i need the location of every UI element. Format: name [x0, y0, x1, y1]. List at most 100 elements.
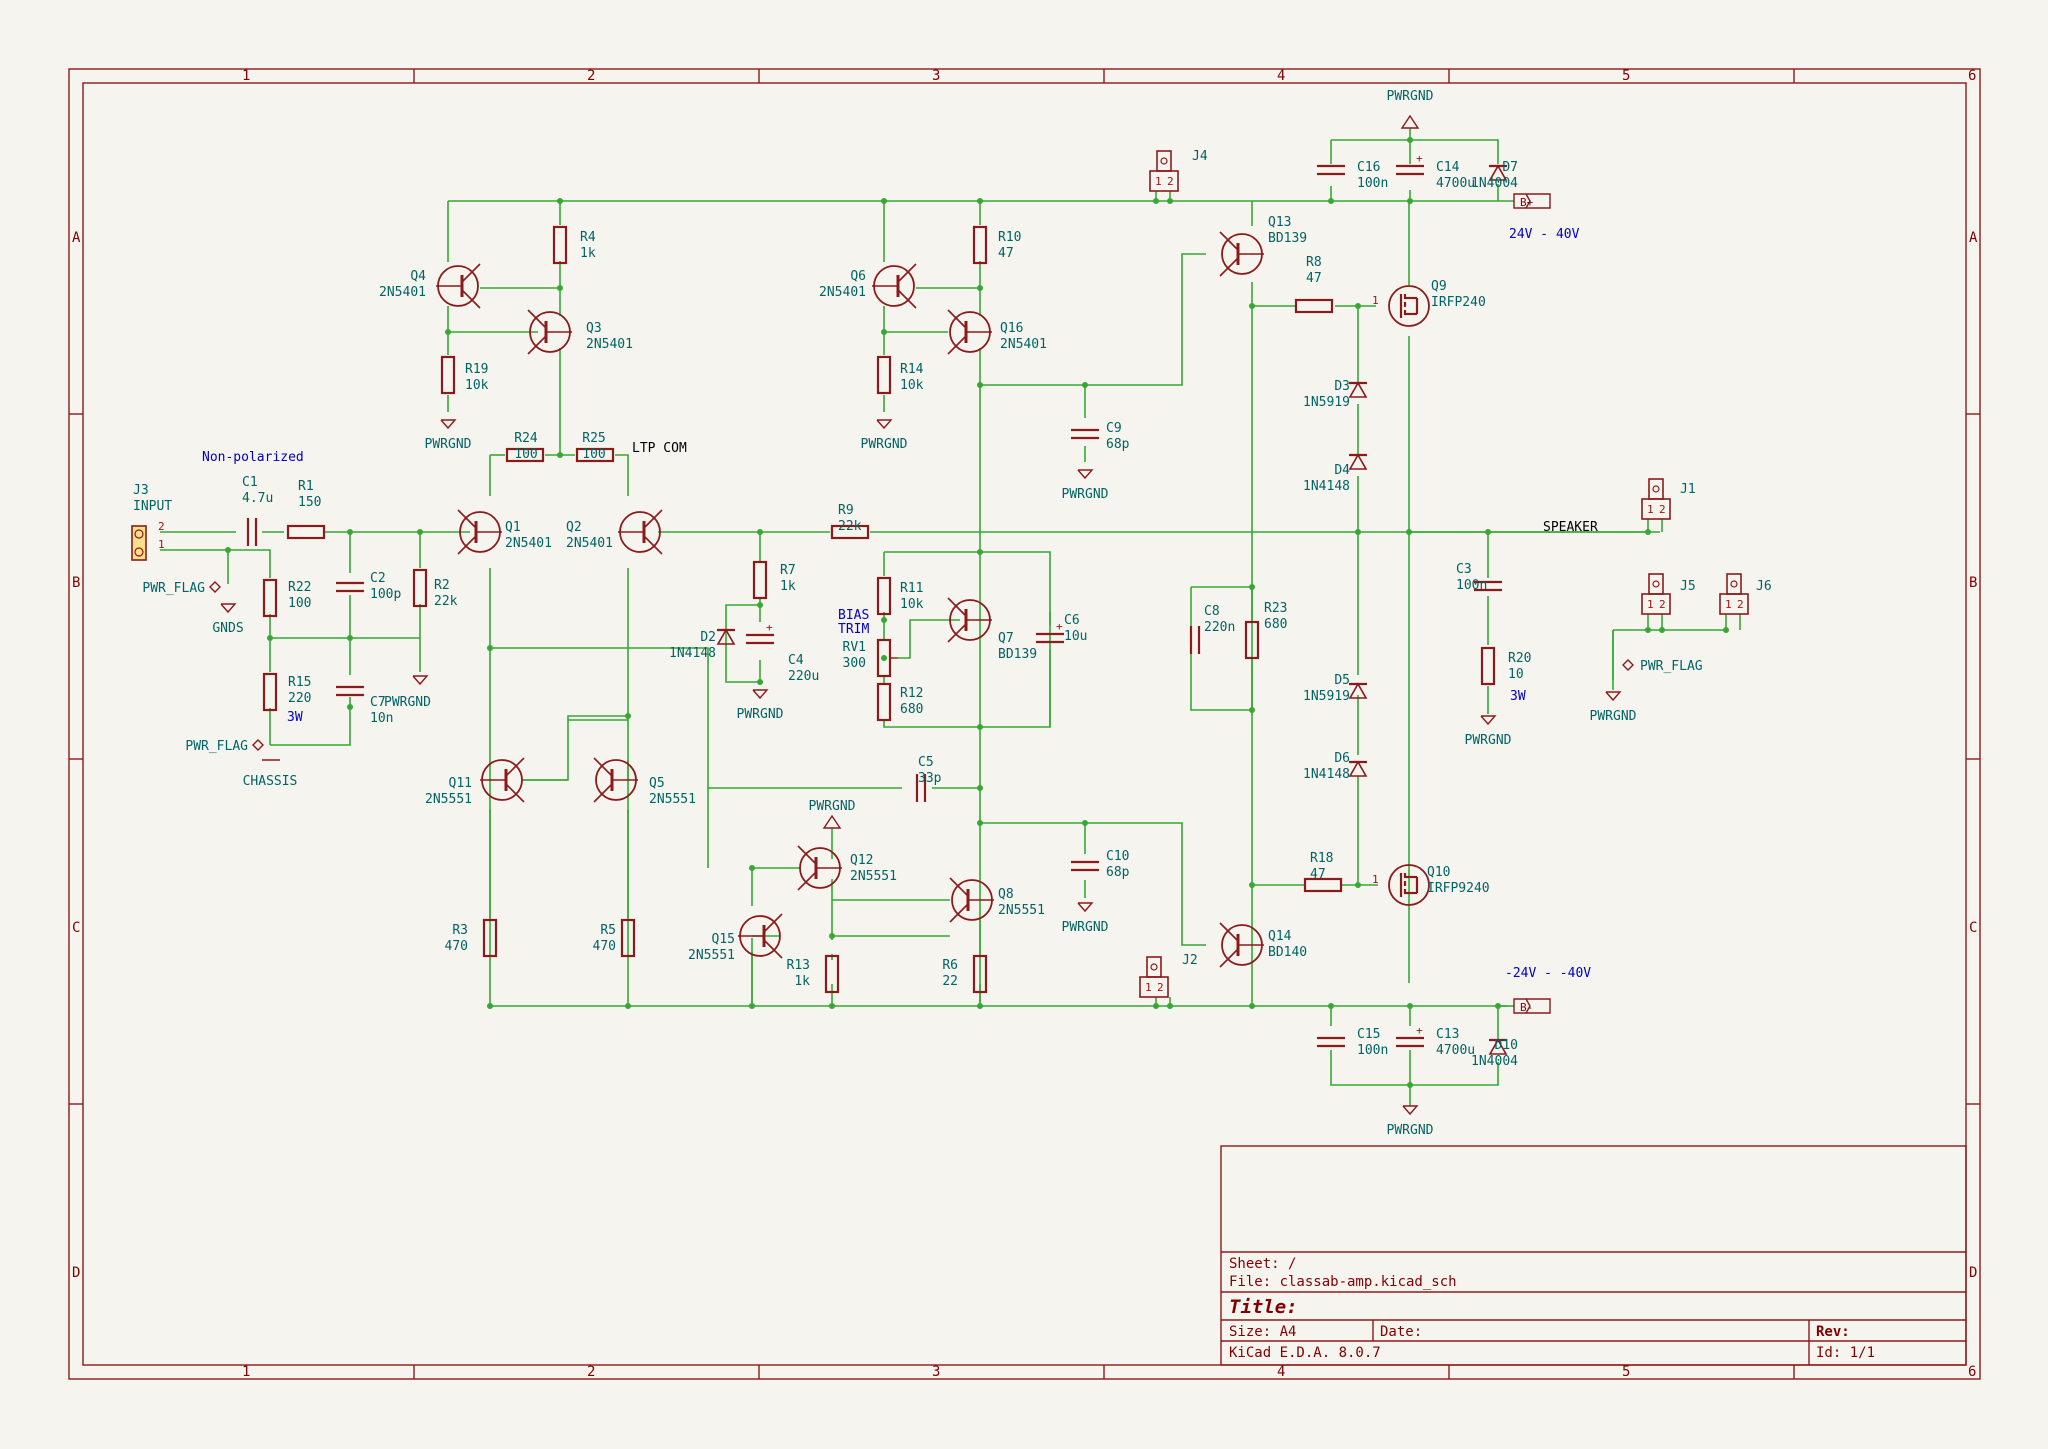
ref-designator: R6: [942, 958, 958, 973]
ref-designator: J1: [1680, 482, 1696, 497]
ref-designator: Q16: [1000, 321, 1023, 336]
ref-designator: C7: [370, 695, 386, 710]
frame-row-label: C: [1969, 920, 1977, 936]
tb-tool: KiCad E.D.A. 8.0.7: [1229, 1345, 1381, 1361]
frame-col-label: 6: [1968, 68, 1976, 84]
value-label: 100p: [370, 587, 401, 602]
ref-designator: R2: [434, 578, 450, 593]
pin-number: 2: [1737, 598, 1744, 611]
ref-designator: Q14: [1268, 929, 1292, 944]
value-label: 2N5401: [566, 536, 613, 551]
pin-number: 1: [158, 538, 165, 551]
pwr-flag-chassis: PWR_FLAG: [185, 739, 264, 754]
power-label: PWRGND: [1062, 487, 1109, 502]
title-block: Sheet: / File: classab-amp.kicad_sch Tit…: [1220, 1145, 1967, 1366]
value-label: 4.7u: [242, 491, 273, 506]
pwr-flag-output: PWR_FLAG: [1622, 659, 1703, 674]
value-label: 100n: [1357, 1043, 1388, 1058]
value-label: 10u: [1064, 629, 1087, 644]
value-label: 470: [593, 939, 616, 954]
frame-col-label: 3: [932, 68, 940, 84]
ref-designator: C8: [1204, 604, 1220, 619]
ref-designator: C4: [788, 653, 804, 668]
value-label: 150: [298, 495, 321, 510]
ref-designator: R23: [1264, 601, 1287, 616]
frame-col-label: 2: [587, 68, 595, 84]
value-label: 220: [288, 691, 311, 706]
power-label: CHASSIS: [243, 774, 298, 789]
value-label: 2N5401: [1000, 337, 1047, 352]
pin-number: 2: [1659, 503, 1666, 516]
ref-designator: C15: [1357, 1027, 1380, 1042]
note-r15-watt: 3W: [287, 710, 303, 725]
ref-designator: D10: [1495, 1038, 1518, 1053]
ref-designator: D6: [1334, 751, 1350, 766]
ref-designator: Q7: [998, 631, 1014, 646]
value-label: 100n: [1357, 176, 1388, 191]
ref-designator: D3: [1334, 379, 1350, 394]
power-label: PWRGND: [425, 437, 472, 452]
value-label: 10n: [370, 711, 393, 726]
svg-text:+: +: [1416, 152, 1423, 165]
tb-file: File: classab-amp.kicad_sch: [1229, 1274, 1457, 1290]
power-label: PWRGND: [1387, 89, 1434, 104]
ref-designator: C6: [1064, 613, 1080, 628]
pin-number: 1: [1145, 981, 1152, 994]
ref-designator: C9: [1106, 421, 1122, 436]
ref-designator: R9: [838, 503, 854, 518]
tb-rev: Rev:: [1816, 1324, 1850, 1340]
value-label: BD139: [998, 647, 1037, 662]
svg-text:+: +: [766, 621, 773, 634]
frame-col-label: 4: [1277, 68, 1285, 84]
ref-designator: R1: [298, 479, 314, 494]
ref-designator: J6: [1756, 579, 1772, 594]
value-label: 1N4004: [1471, 1054, 1518, 1069]
frame-col-label: 5: [1622, 68, 1630, 84]
ref-designator: D4: [1334, 463, 1350, 478]
ref-designator: Q3: [586, 321, 602, 336]
note-trim: TRIM: [838, 622, 869, 637]
value-label: 1N4004: [1471, 176, 1518, 191]
ref-designator: R10: [998, 230, 1021, 245]
ref-designator: Q4: [410, 269, 426, 284]
value-label: 300: [843, 656, 866, 671]
pin-number: 1: [1372, 873, 1379, 886]
label-speaker: SPEAKER: [1543, 520, 1598, 535]
value-label: 22k: [434, 594, 458, 609]
value-label: INPUT: [133, 499, 172, 514]
value-label: 4700u: [1436, 1043, 1475, 1058]
pwrgnd-symbol: PWRGND: [737, 689, 784, 722]
value-label: 1k: [780, 579, 796, 594]
value-label: 22: [942, 974, 958, 989]
ref-designator: J2: [1182, 953, 1198, 968]
frame-col-label: 5: [1622, 1364, 1630, 1380]
value-label: 68p: [1106, 437, 1130, 452]
value-label: 10: [1508, 667, 1524, 682]
